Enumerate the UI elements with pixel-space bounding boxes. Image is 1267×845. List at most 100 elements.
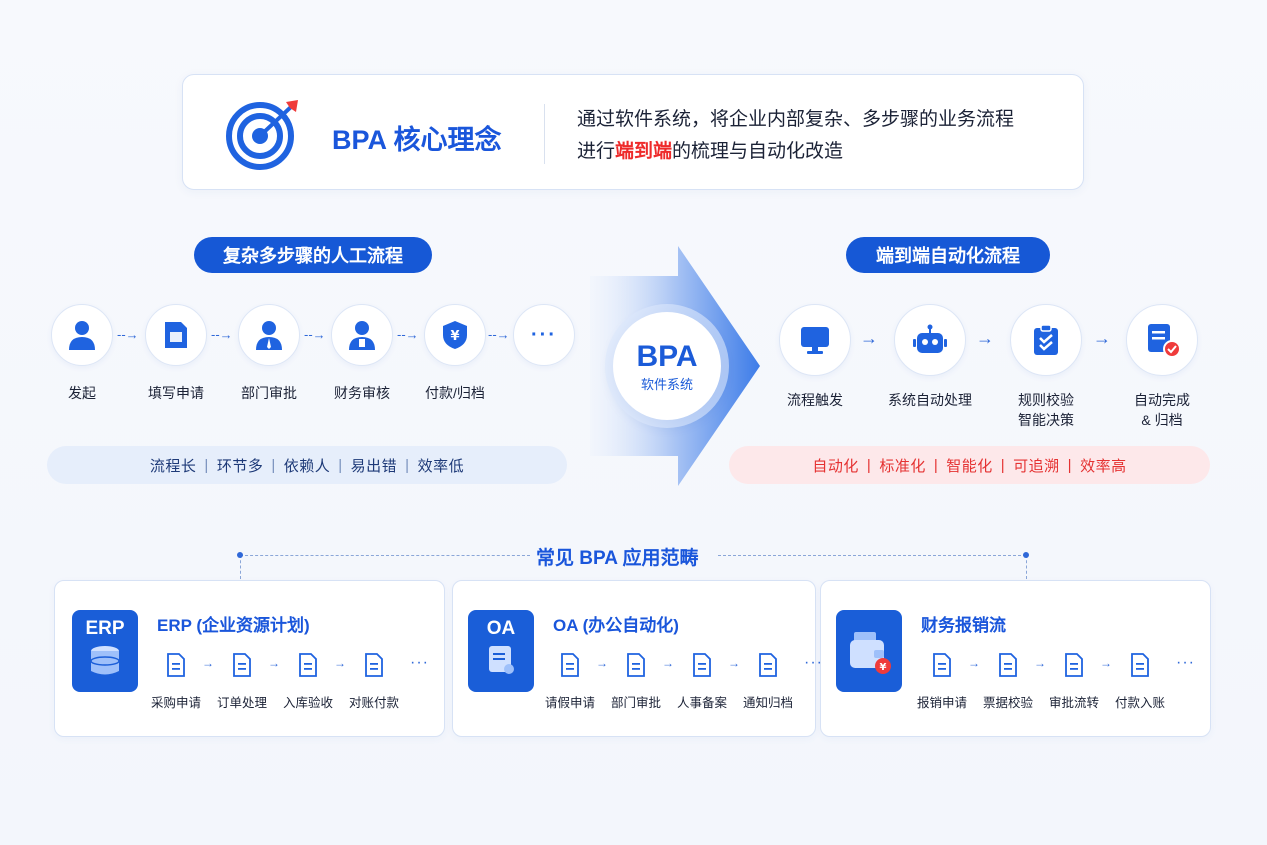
highlight-e2e: 端到端 — [615, 141, 673, 162]
concept-description: 通过软件系统，将企业内部复杂、多步骤的业务流程 进行端到端的梳理与自动化改造 — [577, 104, 1014, 168]
svg-text:¥: ¥ — [450, 329, 459, 344]
arrow-icon: → — [1100, 656, 1112, 670]
process-step-label: 付款入账 — [1114, 696, 1165, 710]
step-label: 自动完成& 归档 — [1134, 392, 1190, 428]
step-more: ··· — [513, 304, 575, 366]
document-icon — [163, 652, 189, 678]
document-icon — [229, 652, 255, 678]
concept-card — [182, 74, 1084, 190]
process-step-label: 订单处理 — [216, 696, 267, 710]
more-icon: ··· — [531, 323, 557, 346]
dot — [1023, 552, 1029, 558]
oa-title: OA (办公自动化) — [553, 616, 679, 635]
document-icon — [995, 652, 1021, 678]
document-icon — [361, 652, 387, 678]
step-label: 部门审批 — [241, 385, 297, 401]
erp-icon: ERP — [72, 610, 138, 692]
process-step-label: 审批流转 — [1048, 696, 1099, 710]
step-label: 付款/归档 — [425, 385, 485, 401]
document-icon — [557, 652, 583, 678]
step-label: 财务审核 — [334, 385, 390, 401]
wallet-yen-icon: ¥ — [850, 632, 891, 674]
arrow-icon: → — [268, 656, 280, 670]
more-icon: ··· — [410, 654, 429, 671]
arrow-icon: --→ — [397, 327, 419, 342]
arrow-icon: → — [596, 656, 608, 670]
more-icon: ··· — [804, 654, 823, 671]
arrow-icon: → — [728, 656, 740, 670]
process-step-label: 报销申请 — [916, 696, 967, 710]
finance-title: 财务报销流 — [921, 616, 1006, 635]
document-icon — [929, 652, 955, 678]
process-step-label: 采购申请 — [150, 696, 201, 710]
arrow-icon: → — [1093, 328, 1111, 348]
more-icon: ··· — [1176, 654, 1195, 671]
process-step-label: 请假申请 — [544, 696, 595, 710]
document-icon — [755, 652, 781, 678]
arrow-icon: → — [1034, 656, 1046, 670]
desc-line-1: 通过软件系统，将企业内部复杂、多步骤的业务流程 — [577, 109, 1015, 130]
step-pay-archive: ¥ — [424, 304, 486, 366]
divider — [544, 104, 545, 164]
svg-text:¥: ¥ — [880, 662, 887, 673]
erp-title: ERP (企业资源计划) — [157, 616, 310, 635]
arrow-icon: --→ — [117, 327, 139, 342]
finance-user-icon — [349, 321, 375, 350]
document-icon — [623, 652, 649, 678]
auto-benefits-bar: 自动化| 标准化| 智能化| 可追溯| 效率高 — [729, 446, 1210, 484]
oa-icon: OA — [468, 610, 534, 692]
step-rule-check — [1010, 304, 1082, 376]
bracket-line — [240, 555, 241, 579]
monitor-icon — [801, 327, 829, 354]
arrow-icon: → — [860, 328, 878, 348]
step-label: 系统自动处理 — [888, 392, 972, 408]
bpa-sub-label: 软件系统 — [640, 376, 693, 392]
user-icon — [69, 321, 95, 350]
step-label: 填写申请 — [148, 385, 204, 401]
document-icon — [295, 652, 321, 678]
arrow-icon: → — [968, 656, 980, 670]
form-icon — [165, 322, 187, 348]
step-label: 规则校验智能决策 — [1018, 392, 1074, 428]
yen-shield-icon: ¥ — [443, 321, 467, 349]
clipboard-check-icon — [1034, 324, 1058, 355]
concept-title: BPA 核心理念 — [332, 125, 502, 155]
robot-icon — [913, 324, 947, 353]
bpa-label: BPA — [636, 339, 698, 373]
step-start — [51, 304, 113, 366]
process-step-label: 票据校验 — [982, 696, 1033, 710]
arrow-icon: → — [976, 328, 994, 348]
scope-title: 常见 BPA 应用范畴 — [536, 548, 699, 569]
step-label: 发起 — [68, 385, 96, 401]
dot — [237, 552, 243, 558]
manual-issues-bar: 流程长| 环节多| 依赖人| 易出错| 效率低 — [47, 446, 567, 484]
doc-done-icon — [1148, 324, 1181, 358]
auto-process-title: 端到端自动化流程 — [846, 237, 1050, 273]
step-auto-complete — [1126, 304, 1198, 376]
step-trigger — [779, 304, 851, 376]
process-step-label: 入库验收 — [282, 696, 333, 710]
step-dept-approve — [238, 304, 300, 366]
arrow-icon: --→ — [304, 327, 326, 342]
bracket-line — [1026, 555, 1027, 579]
target-icon — [226, 98, 302, 170]
step-label: 流程触发 — [787, 392, 843, 408]
arrow-icon: --→ — [488, 327, 510, 342]
process-step-label: 人事备案 — [676, 696, 727, 710]
document-icon — [1061, 652, 1087, 678]
doc-chat-icon — [489, 646, 514, 674]
document-icon — [1127, 652, 1153, 678]
step-system-process — [894, 304, 966, 376]
arrow-icon: → — [202, 656, 214, 670]
document-icon — [689, 652, 715, 678]
step-finance-review — [331, 304, 393, 366]
manager-icon — [256, 321, 282, 350]
bpa-core: BPA 软件系统 — [613, 312, 721, 420]
manual-process-title: 复杂多步骤的人工流程 — [194, 237, 432, 273]
desc-line-2: 进行端到端的梳理与自动化改造 — [577, 141, 844, 162]
finance-icon: ¥ — [836, 610, 902, 692]
process-step-label: 部门审批 — [610, 696, 661, 710]
arrow-icon: → — [662, 656, 674, 670]
bracket-line — [718, 555, 1026, 556]
process-step-label: 对账付款 — [348, 696, 399, 710]
